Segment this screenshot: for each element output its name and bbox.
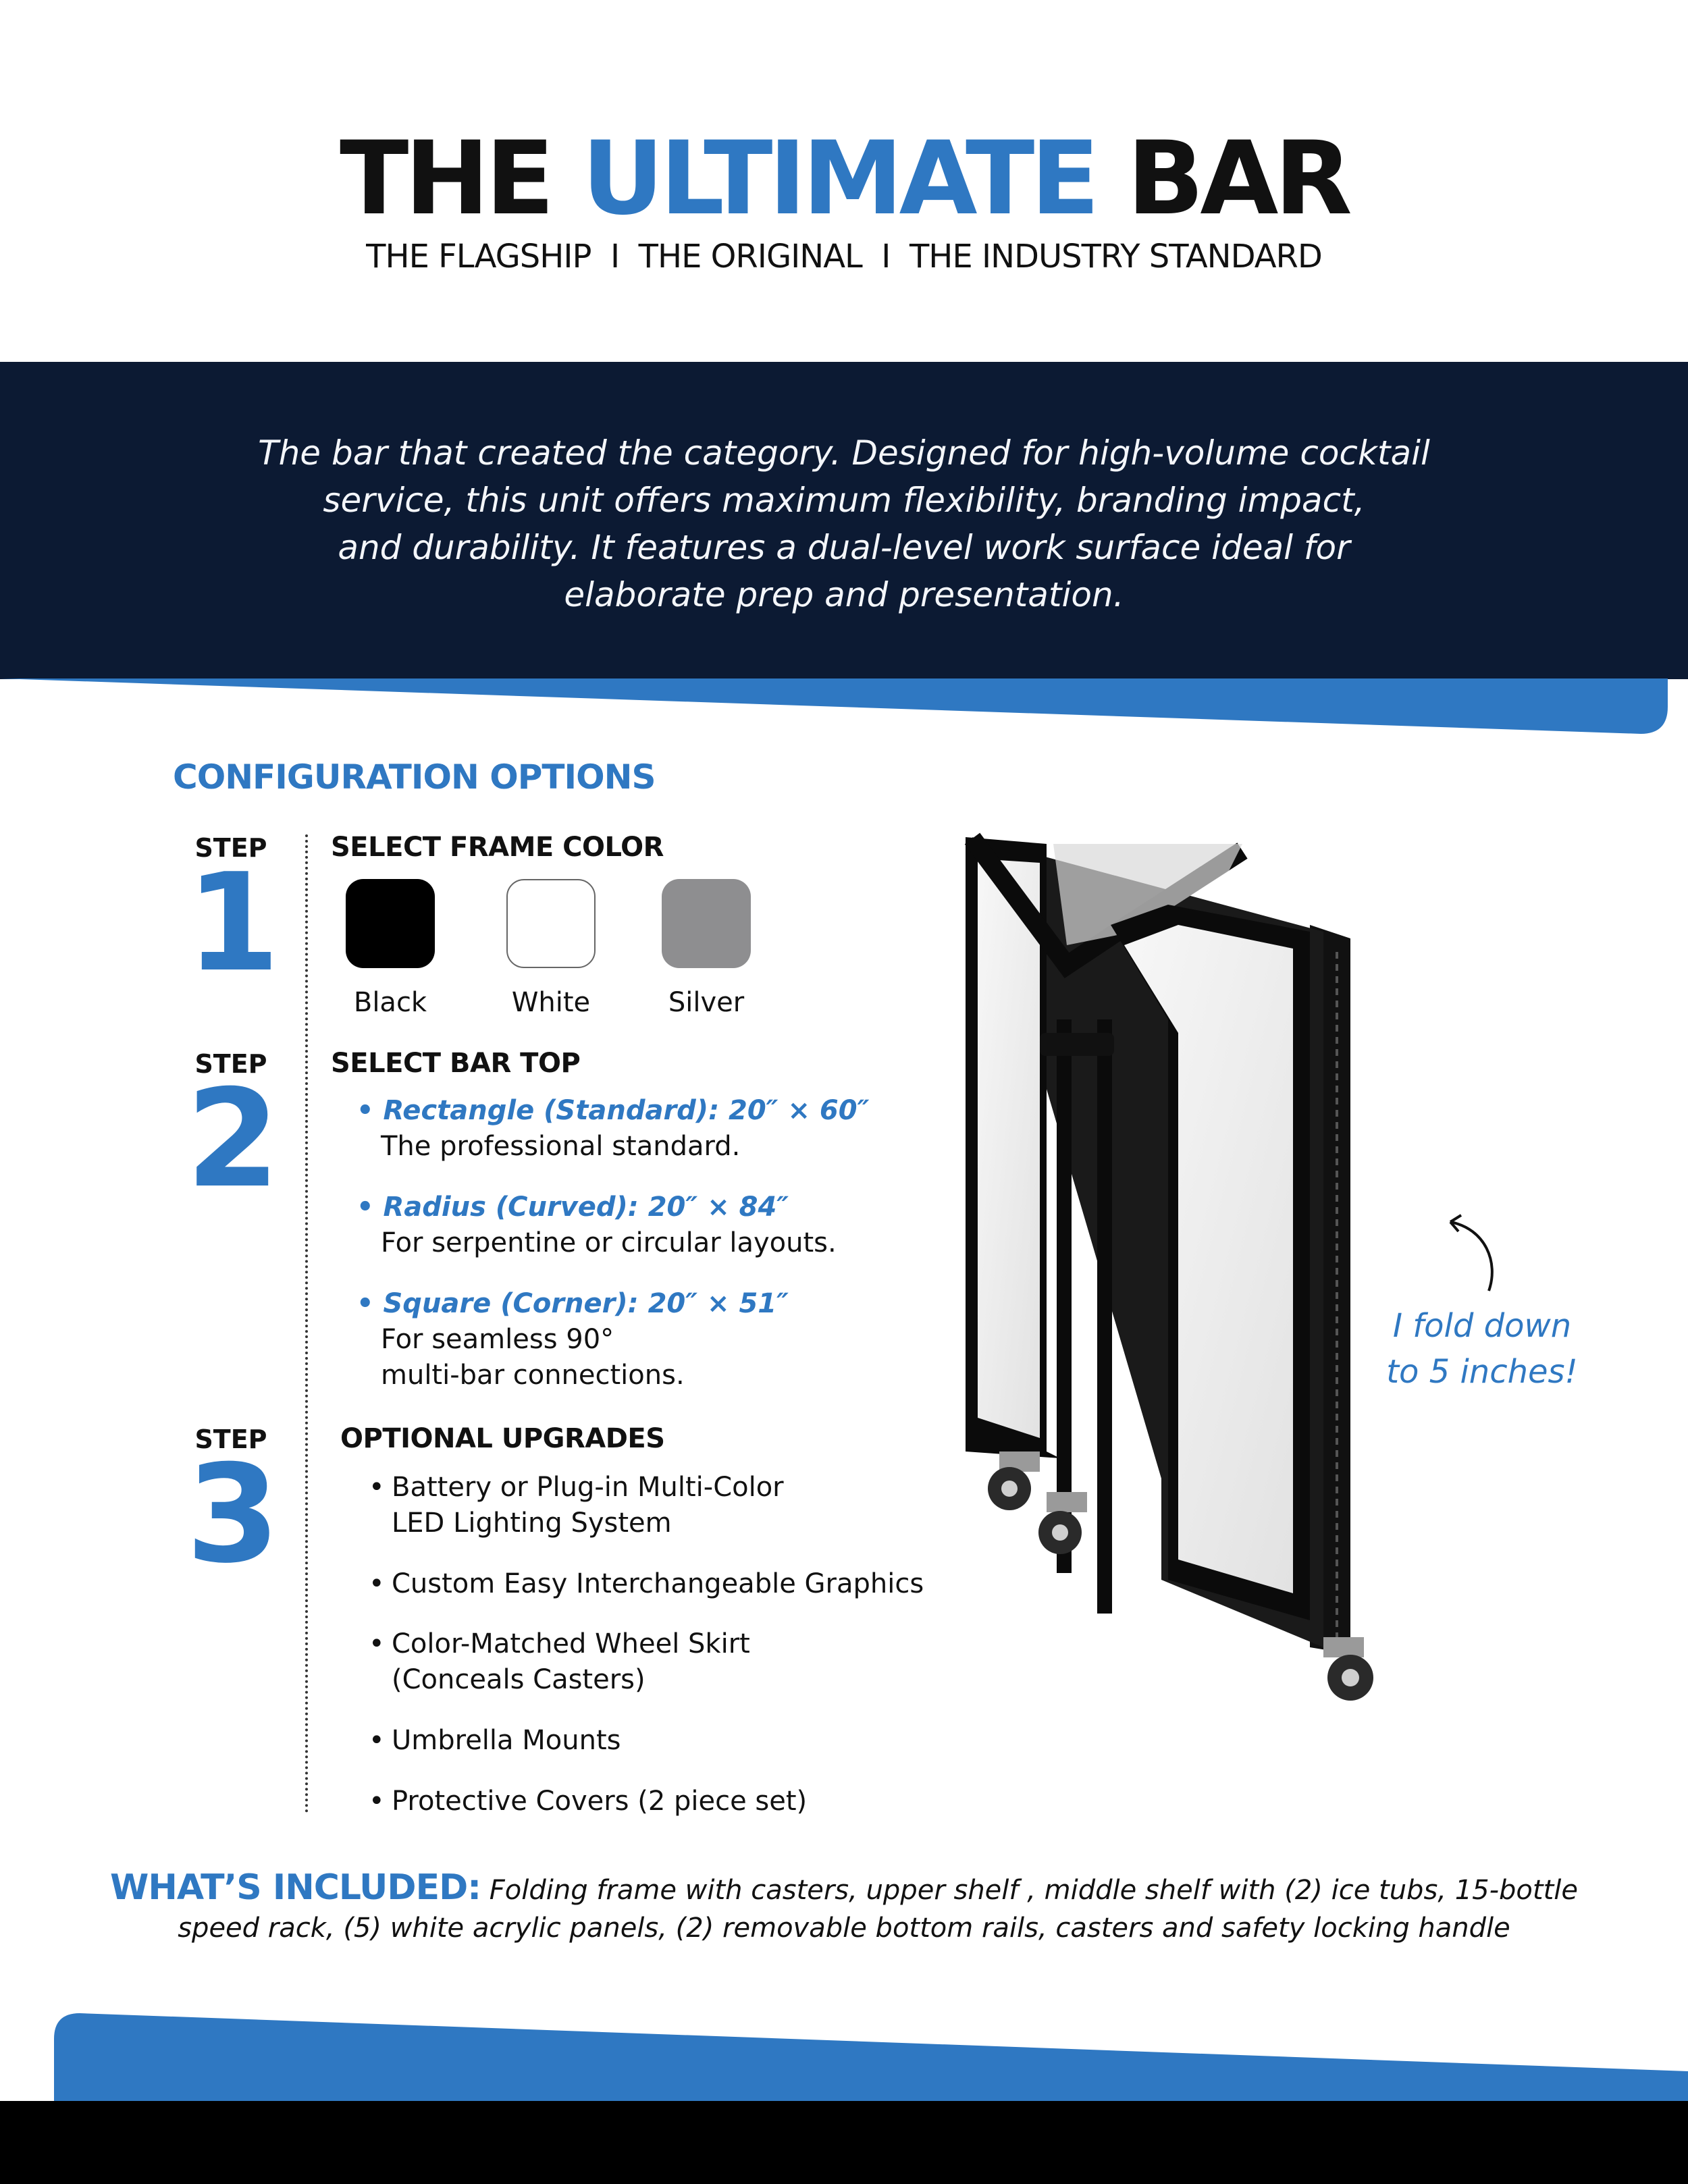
bullet: • (369, 1568, 385, 1599)
hero-description: The bar that created the category. Desig… (176, 429, 1512, 618)
page-subtitle: THE FLAGSHIP I THE ORIGINAL I THE INDUST… (366, 238, 1323, 275)
hero-line: and durability. It features a dual-level… (338, 528, 1350, 567)
bullet: • (369, 1786, 385, 1817)
folded-bar-image (964, 832, 1373, 1701)
top-accent-stripe (0, 678, 1668, 734)
caster-1 (988, 1451, 1040, 1510)
square-option-title: • Square (Corner): 20″ × 51″ (357, 1288, 789, 1319)
steps-divider (305, 834, 308, 1813)
step-3-number: 3 (186, 1436, 280, 1593)
square-option-desc-2: multi-bar connections. (381, 1360, 685, 1391)
caster-2 (1038, 1492, 1087, 1554)
step-1-number: 1 (186, 845, 280, 1002)
upgrade-item: • Custom Easy Interchangeable Graphics (369, 1566, 924, 1602)
title-accent: ULTIMATE (581, 120, 1100, 238)
upgrade-item: • Protective Covers (2 piece set) (369, 1784, 808, 1819)
rectangle-option-desc: The professional standard. (381, 1131, 741, 1162)
step-1-label: STEP (194, 833, 267, 863)
hero-line: service, this unit offers maximum flexib… (323, 481, 1365, 520)
upgrade-line: Umbrella Mounts (392, 1725, 621, 1756)
radius-option-title: • Radius (Curved): 20″ × 84″ (357, 1192, 789, 1223)
upgrade-line: Custom Easy Interchangeable Graphics (392, 1568, 924, 1599)
bullet: • (369, 1725, 385, 1756)
silver-swatch-label: Silver (668, 987, 745, 1018)
bullet: • (369, 1628, 385, 1659)
square-option-desc-1: For seamless 90° (381, 1324, 614, 1355)
step-3-label: STEP (194, 1424, 267, 1454)
whats-included-line: speed rack, (5) white acrylic panels, (2… (178, 1913, 1510, 1944)
upgrade-line: Color-Matched Wheel Skirt (392, 1628, 750, 1659)
fold-note: I fold down to 5 inches! (1344, 1303, 1620, 1395)
upgrade-line: (Conceals Casters) (392, 1664, 645, 1695)
radius-option-text: Radius (Curved): 20″ × 84″ (383, 1192, 789, 1223)
whats-included-label: WHAT’S INCLUDED: (110, 1867, 481, 1908)
hero-line: elaborate prep and presentation. (564, 575, 1124, 614)
radius-option-desc: For serpentine or circular layouts. (381, 1227, 837, 1258)
whats-included: WHAT’S INCLUDED: Folding frame with cast… (0, 1869, 1688, 1947)
rectangle-option-text: Rectangle (Standard): 20″ × 60″ (383, 1095, 870, 1126)
bar-top-heading: SELECT BAR TOP (331, 1048, 581, 1079)
title-part-2: BAR (1095, 120, 1352, 238)
upgrade-line: Battery or Plug-in Multi-Color (392, 1472, 784, 1503)
page-title: THE ULTIMATE BAR (0, 118, 1688, 240)
optional-upgrades-heading: OPTIONAL UPGRADES (340, 1423, 665, 1454)
whats-included-line: Folding frame with casters, upper shelf … (489, 1875, 1578, 1906)
white-swatch-label: White (511, 987, 591, 1018)
black-swatch-label: Black (353, 987, 427, 1018)
bullet: • (369, 1472, 385, 1503)
silver-swatch[interactable] (662, 879, 751, 968)
white-swatch[interactable] (506, 879, 596, 968)
black-swatch[interactable] (346, 879, 435, 968)
hero-line: The bar that created the category. Desig… (258, 433, 1430, 473)
title-part-1: THE (340, 120, 582, 238)
footer-bar (0, 2101, 1688, 2184)
square-option-text: Square (Corner): 20″ × 51″ (383, 1288, 789, 1319)
bottom-accent-stripe (54, 2013, 1688, 2103)
upgrade-line: Protective Covers (2 piece set) (392, 1786, 808, 1817)
configuration-heading: CONFIGURATION OPTIONS (173, 757, 656, 797)
upgrade-item: • Color-Matched Wheel Skirt (Conceals Ca… (369, 1626, 750, 1698)
caster-3 (1323, 1637, 1373, 1701)
curved-arrow-icon (1449, 1214, 1494, 1291)
fold-note-line: to 5 inches! (1386, 1353, 1578, 1391)
fold-note-line: I fold down (1392, 1307, 1572, 1345)
rectangle-option-title: • Rectangle (Standard): 20″ × 60″ (357, 1095, 870, 1126)
step-2-number: 2 (186, 1061, 280, 1218)
upgrade-item: • Umbrella Mounts (369, 1723, 621, 1759)
upgrade-line: LED Lighting System (392, 1508, 672, 1539)
upgrade-item: • Battery or Plug-in Multi-Color LED Lig… (369, 1470, 784, 1541)
frame-color-heading: SELECT FRAME COLOR (331, 832, 664, 863)
hero-band: The bar that created the category. Desig… (0, 362, 1688, 679)
step-2-label: STEP (194, 1049, 267, 1079)
